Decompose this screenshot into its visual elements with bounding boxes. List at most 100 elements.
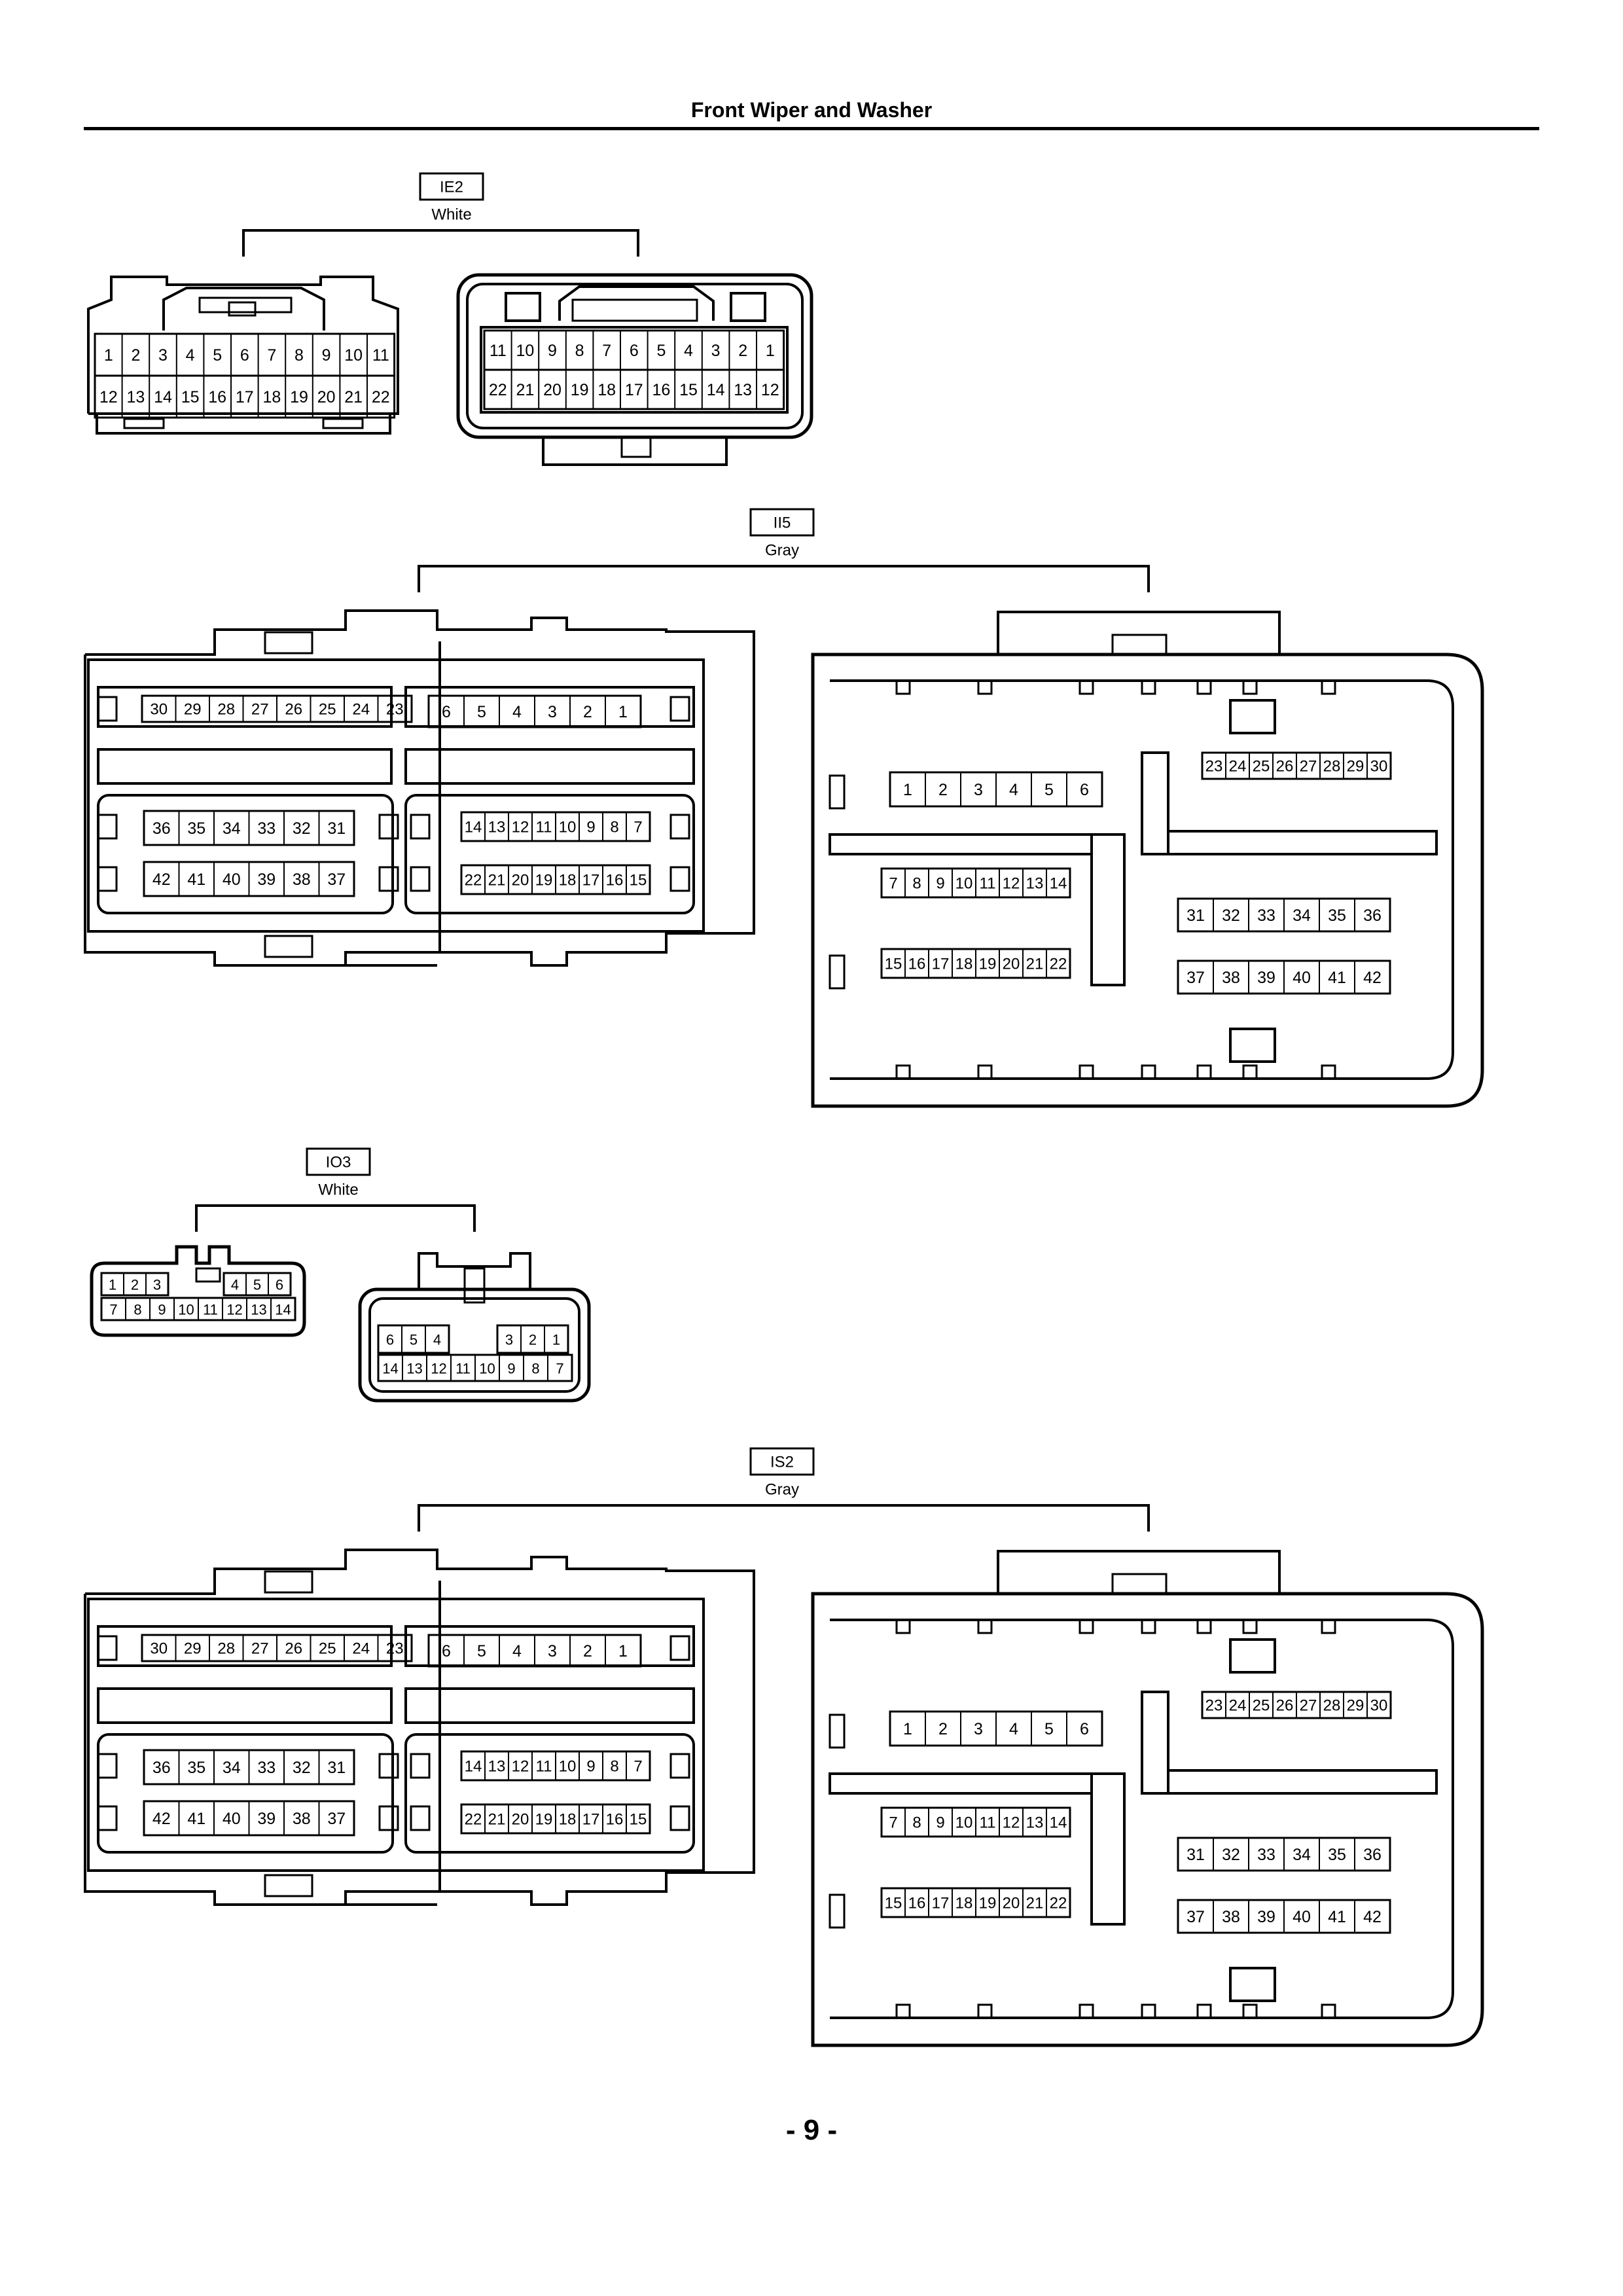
pin-label: 40 xyxy=(1293,969,1311,987)
pin-label: 38 xyxy=(293,870,311,889)
pin-label: 10 xyxy=(559,1758,577,1776)
pin-label: 18 xyxy=(559,1811,577,1829)
lock-latch xyxy=(571,298,698,322)
latch-slot xyxy=(378,1753,399,1779)
connector-color: Gray xyxy=(765,1481,799,1499)
pin-label: 22 xyxy=(465,872,482,889)
lock-latch xyxy=(1111,1573,1168,1595)
pin-label: 29 xyxy=(1347,758,1364,776)
guide-notch xyxy=(1141,679,1156,695)
pin-label: 6 xyxy=(1080,781,1089,799)
pin-label: 8 xyxy=(294,346,304,365)
pin-label: 3 xyxy=(974,781,983,799)
latch-slot xyxy=(410,866,431,892)
pin-label: 36 xyxy=(152,819,171,838)
housing-outline xyxy=(358,1287,591,1403)
cavity-frame xyxy=(97,1687,393,1724)
cavity-frame xyxy=(97,748,393,785)
lock-latch xyxy=(1229,1967,1276,2002)
pin-label: 13 xyxy=(488,819,506,836)
guide-rib xyxy=(264,1570,313,1594)
housing-lip xyxy=(96,412,391,435)
pin-label: 16 xyxy=(606,872,624,889)
pin-label: 14 xyxy=(1050,875,1067,893)
connector-bracket xyxy=(418,1504,1150,1532)
pin-label: 36 xyxy=(1363,1846,1382,1864)
pin-label: 26 xyxy=(285,1640,302,1658)
pin-label: 39 xyxy=(257,870,276,889)
pin-label: 23 xyxy=(1205,1697,1223,1715)
connector-code-box xyxy=(306,1147,371,1176)
pin-label: 37 xyxy=(1186,969,1205,987)
pin-label: 4 xyxy=(512,1642,522,1660)
guide-notch xyxy=(1079,1619,1094,1634)
housing-outline xyxy=(830,679,1454,1080)
pin-label: 16 xyxy=(908,1895,926,1912)
pin-label: 16 xyxy=(908,956,926,973)
connector-code-box xyxy=(749,1447,815,1476)
housing-tab xyxy=(123,418,165,429)
pin-label: 34 xyxy=(223,1759,241,1777)
pin-label: 26 xyxy=(1276,758,1294,776)
lock-latch xyxy=(1229,1638,1276,1674)
pin-label: 14 xyxy=(154,388,172,406)
pin-label: 33 xyxy=(1257,1846,1275,1864)
pin-label: 14 xyxy=(275,1302,291,1318)
lock-latch xyxy=(1229,699,1276,734)
pin-label: 22 xyxy=(489,381,507,399)
connector-color: White xyxy=(431,206,471,224)
guide-slot xyxy=(730,292,766,322)
pin-label: 2 xyxy=(529,1332,537,1348)
pin-label: 20 xyxy=(512,872,529,889)
pin-label: 13 xyxy=(488,1758,506,1776)
cavity-frame xyxy=(404,748,695,785)
pin-label: 4 xyxy=(1009,781,1018,799)
pin-label: 7 xyxy=(889,1814,897,1832)
page-number: - 9 - xyxy=(785,2114,838,2146)
connector-bracket xyxy=(418,565,1150,592)
pin-label: 20 xyxy=(317,388,336,406)
pin-label: 11 xyxy=(455,1361,471,1377)
pin-label: 13 xyxy=(126,388,145,406)
pin-label: 7 xyxy=(633,819,642,836)
cavity-frame xyxy=(1090,1772,1126,1926)
pin-label: 5 xyxy=(253,1277,261,1293)
pin-label: 38 xyxy=(1222,969,1240,987)
pin-label: 9 xyxy=(548,342,557,360)
latch-slot xyxy=(378,1805,399,1831)
latch-slot xyxy=(378,866,399,892)
pin-label: 28 xyxy=(217,701,235,719)
guide-notch xyxy=(1141,2003,1156,2019)
latch-slot xyxy=(669,696,690,722)
pin-label: 12 xyxy=(226,1302,242,1318)
pin-label: 7 xyxy=(267,346,276,365)
pin-label: 15 xyxy=(679,381,698,399)
pin-label: 11 xyxy=(980,875,996,893)
pin-label: 14 xyxy=(382,1361,398,1377)
guide-notch xyxy=(1242,1619,1258,1634)
pin-label: 8 xyxy=(610,819,618,836)
housing-outline xyxy=(466,283,804,429)
pin-label: 12 xyxy=(99,388,118,406)
pin-label: 17 xyxy=(236,388,254,406)
pin-label: 23 xyxy=(386,1640,404,1658)
pin-label: 14 xyxy=(1050,1814,1067,1832)
latch-slot xyxy=(829,1893,846,1929)
latch-slot xyxy=(669,866,690,892)
pin-label: 8 xyxy=(134,1302,141,1318)
latch-slot xyxy=(97,866,118,892)
pin-label: 8 xyxy=(575,342,584,360)
